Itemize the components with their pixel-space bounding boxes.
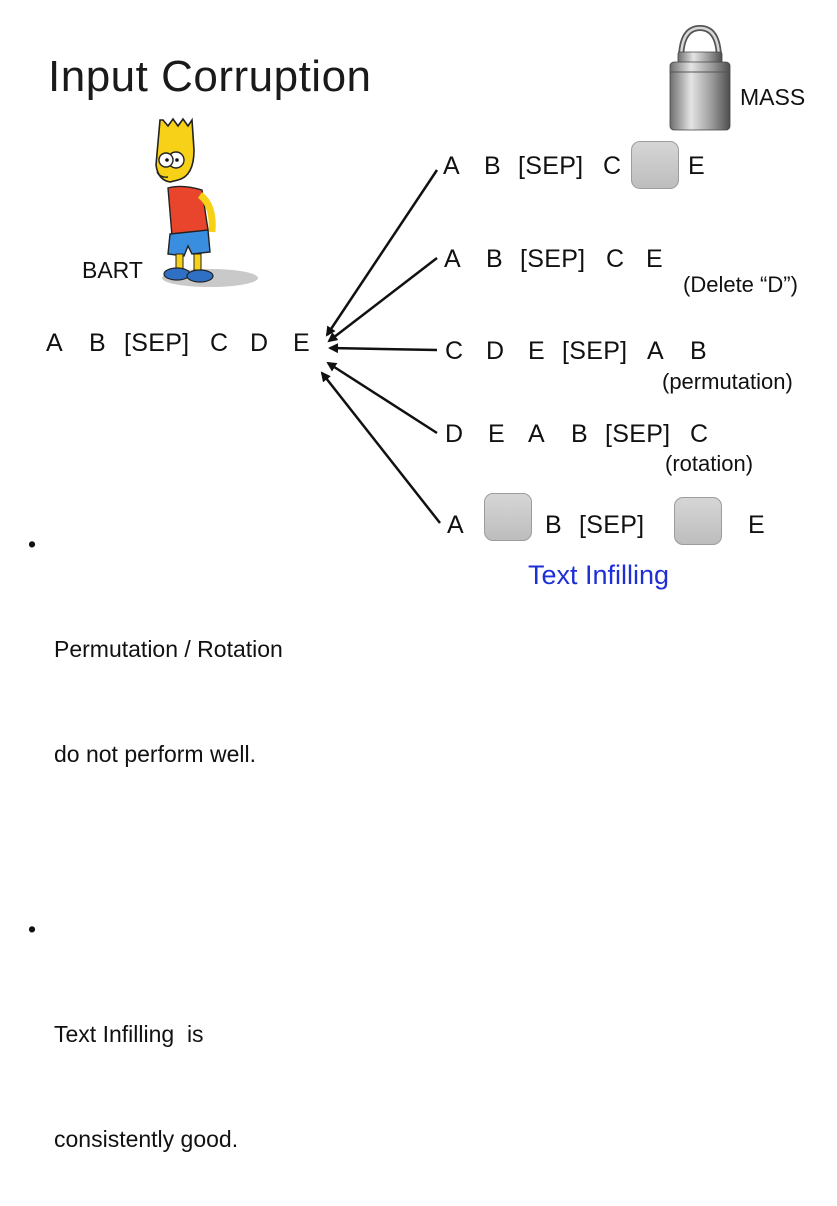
token: B: [690, 337, 707, 365]
token: E: [528, 337, 545, 365]
bullet-line: consistently good.: [54, 1126, 239, 1152]
slide-title: Input Corruption: [48, 52, 372, 101]
token: A: [647, 337, 664, 365]
token: [SEP]: [579, 511, 645, 539]
mask-box: [674, 497, 722, 545]
token: B: [89, 329, 106, 357]
bullet-line: do not perform well.: [54, 741, 256, 767]
token: E: [293, 329, 310, 357]
token: B: [571, 420, 588, 448]
mask-box: [484, 493, 532, 541]
token: E: [488, 420, 505, 448]
token: B: [484, 152, 501, 180]
token: A: [443, 152, 460, 180]
token: [SEP]: [520, 245, 586, 273]
token: D: [445, 420, 464, 448]
token: C: [603, 152, 622, 180]
bart-label: BART: [82, 257, 143, 283]
bullet-line: Permutation / Rotation: [54, 636, 283, 662]
token: C: [210, 329, 229, 357]
token: B: [545, 511, 562, 539]
mask-box: [631, 141, 679, 189]
text-infilling-label: Text Infilling: [528, 560, 670, 590]
arrow-from-delete: [327, 257, 438, 343]
arrows-layer: [320, 169, 441, 524]
bullet-item: • Text Infilling is consistently good.: [28, 912, 283, 1206]
bullet-dot: •: [28, 531, 37, 557]
bullet-dot: •: [28, 916, 37, 942]
permutation-note: (permutation): [662, 369, 793, 394]
mass-weight-illustration: [669, 24, 731, 131]
token: B: [486, 245, 503, 273]
arrow-from-mass: [325, 169, 439, 337]
token: C: [445, 337, 464, 365]
token: E: [688, 152, 705, 180]
arrow-from-permutation: [328, 343, 438, 354]
arrow-from-infilling: [320, 371, 441, 524]
token: E: [646, 245, 663, 273]
bullet-line: Text Infilling is: [54, 1021, 204, 1047]
token: [SEP]: [605, 420, 671, 448]
arrow-from-rotation: [326, 361, 438, 435]
token: [SEP]: [124, 329, 190, 357]
token: A: [528, 420, 545, 448]
token: C: [690, 420, 709, 448]
delete-note: (Delete “D”): [683, 272, 798, 297]
token: A: [444, 245, 461, 273]
rotation-note: (rotation): [665, 451, 754, 476]
token: [SEP]: [518, 152, 584, 180]
token: A: [447, 511, 464, 539]
bart-illustration: [155, 117, 258, 287]
token: D: [486, 337, 505, 365]
token: D: [250, 329, 269, 357]
token: C: [606, 245, 625, 273]
bullet-list: • Permutation / Rotation do not perform …: [28, 457, 283, 1206]
mass-label: MASS: [740, 84, 806, 110]
token: E: [748, 511, 765, 539]
token: [SEP]: [562, 337, 628, 365]
token: A: [46, 329, 63, 357]
bullet-item: • Permutation / Rotation do not perform …: [28, 527, 283, 842]
